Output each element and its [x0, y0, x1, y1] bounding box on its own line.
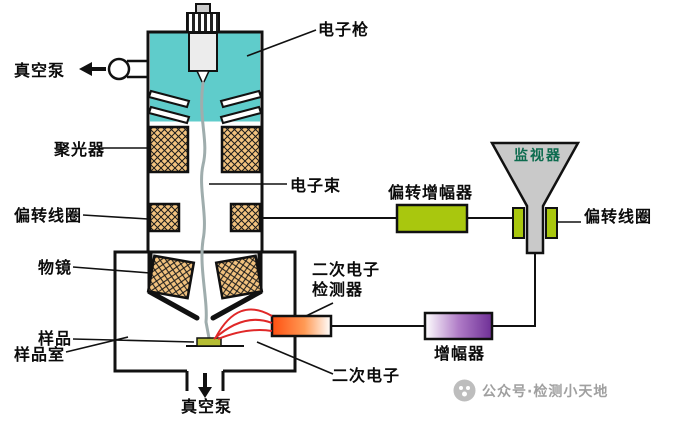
crt-deflection-coil-left: [512, 207, 525, 239]
anode-plates: [147, 89, 263, 125]
watermark-text: 公众号·检测小天地: [482, 383, 609, 400]
deflection-coil-right-label: 偏转线圈: [584, 207, 653, 226]
sample: [196, 337, 222, 347]
gun-insulator: [186, 12, 220, 33]
watermark-logo-icon: [453, 379, 476, 402]
crt-deflection-coil-right: [545, 207, 558, 239]
condenser-lens-right: [220, 125, 262, 174]
sample-label: 样品: [38, 329, 73, 348]
electron-gun-label: 电子枪: [318, 20, 370, 39]
electron-gun-cartridge: [188, 32, 218, 72]
electron-beam: [200, 81, 211, 340]
amplifier-box: [423, 311, 494, 341]
signal-wires: [262, 217, 536, 327]
objective-label: 物镜: [38, 258, 73, 277]
detector-label: 二次电子 检测器: [312, 260, 380, 300]
condenser-lens-left: [148, 125, 190, 174]
filament-tip: [195, 70, 211, 86]
deflection-amplifier-label: 偏转增幅器: [388, 183, 474, 202]
deflection-amplifier-box: [395, 203, 469, 234]
secondary-electron-detector-box: [270, 314, 333, 338]
electron-beam-label: 电子束: [290, 176, 342, 195]
amplifier-label: 增幅器: [434, 344, 486, 363]
monitor-label: 监视器: [514, 148, 562, 164]
secondary-electrons-label: 二次电子: [332, 366, 401, 385]
deflection-coil-left-label: 偏转线圈: [14, 206, 83, 225]
detector-label-line2: 检测器: [312, 280, 364, 299]
scan-coil-left: [148, 202, 181, 233]
condenser-label: 聚光器: [54, 140, 106, 159]
vacuum-arrow-left-icon: [79, 62, 106, 76]
detector-label-line1: 二次电子: [312, 260, 381, 279]
vacuum-arrow-down-icon: [198, 373, 212, 398]
vacuum-pump-bottom-label: 真空泵: [181, 397, 233, 416]
pump-flange: [107, 57, 131, 81]
objective-lens-left: [146, 254, 196, 300]
secondary-electron-paths: [213, 308, 273, 340]
label-pointers: [65, 29, 581, 375]
crt-monitor: [489, 141, 581, 255]
sample-chamber: [113, 250, 297, 373]
scan-coil-right: [229, 202, 262, 233]
sample-chamber-label: 样品室: [14, 345, 66, 364]
watermark: 公众号·检测小天地: [453, 379, 608, 402]
objective-lens-right: [214, 254, 264, 300]
vacuum-pump-left-label: 真空泵: [14, 61, 66, 80]
